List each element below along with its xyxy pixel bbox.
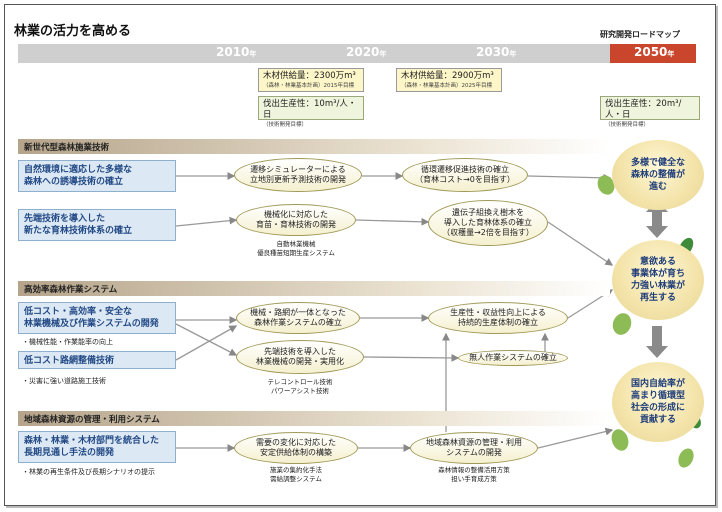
outcome-strong-forestry: 意欲ある 事業体が育ち 力強い林業が 再生する xyxy=(612,240,704,320)
section-header-work-system: 高効率森林作業システム xyxy=(18,281,610,296)
oval-regional-resource-system: 地域森林資源の管理・利用 システムの開発 xyxy=(410,432,538,464)
label-forest-information: 森林情報の整備活用方策 担い手育成方策 xyxy=(438,466,510,483)
outcome-self-sufficiency: 国内自給率が 高まり循環型 社会の形成に 貢献する xyxy=(612,362,704,442)
theme-natural-forest-guidance: 自然環境に適応した多様な 森林への誘導技術の確立 xyxy=(18,160,176,192)
label-telecontrol: テレコントロール技術 パワーアシスト技術 xyxy=(267,378,333,395)
timeline-bar-2050 xyxy=(610,44,696,63)
brand-label: 研究開発ロードマップ xyxy=(600,30,680,39)
theme-forestry-machinery: 低コスト・高効率・安全な 林業機械及び作業システムの開発 xyxy=(18,302,176,334)
label-automated-machinery: 自動林業機械 優良種苗短期生産システム xyxy=(257,240,335,257)
goal-productivity-2050: 伐出生産性：20m³/人・日 （技術開発目標） xyxy=(600,96,700,128)
oval-circulation-succession: 循環遷移促進技術の確立 （育林コスト→0を目指す） xyxy=(402,158,528,192)
note-road-network: ・災害に強い道路施工技術 xyxy=(22,377,106,385)
note-long-term-outlook: ・林業の再生条件及び長期シナリオの提示 xyxy=(22,468,155,476)
goal-productivity-2020: 伐出生産性：10m³/人・日 （技術開発目標） xyxy=(258,96,364,128)
oval-stable-supply: 需要の変化に対応した 安定供給体制の構築 xyxy=(234,432,358,464)
section-header-silviculture: 新世代型森林施業技術 xyxy=(18,139,610,154)
goal-supply-2020: 木材供給量：2300万m³ （森林・林業基本計画）2015年目標 xyxy=(258,68,364,92)
page-title: 林業の活力を高める xyxy=(14,24,132,39)
oval-mechanized-nursery: 機械化に対応した 育苗・育林技術の開発 xyxy=(236,204,356,236)
goal-supply-2030: 木材供給量：2900万m³ （森林・林業基本計画）2025年目標 xyxy=(396,68,502,92)
oval-sustainable-production: 生産性・収益性向上による 持続的生産体制の確立 xyxy=(428,302,568,334)
oval-advanced-machinery: 先端技術を導入した 林業機械の開発・実用化 xyxy=(236,340,364,374)
theme-long-term-outlook: 森林・林業・木材部門を統合した 長期見通し手法の開発 xyxy=(18,431,176,463)
outcome-healthy-forests: 多様で健全な 森林の整備が 進む xyxy=(612,140,704,210)
label-consolidation: 施業の集約化手法 需給調整システム xyxy=(270,466,322,483)
oval-gm-tree-silviculture: 遺伝子組換え樹木を 導入した育林体系の確立 （収穫量→2倍を目指す） xyxy=(428,200,548,246)
theme-road-network: 低コスト路網整備技術 xyxy=(18,351,176,369)
section-header-resource-management: 地域森林資源の管理・利用システム xyxy=(18,411,610,426)
year-2020: 2020年 xyxy=(346,45,387,59)
theme-advanced-silviculture: 先端技術を導入した 新たな育林技術体系の確立 xyxy=(18,209,176,241)
year-2010: 2010年 xyxy=(216,45,257,59)
note-machinery: ・機械性能・作業能率の向上 xyxy=(22,338,113,346)
timeline-bar xyxy=(18,44,610,63)
year-2050: 2050年 xyxy=(634,45,675,59)
oval-succession-simulator: 遷移シミュレーターによる 立地別更新予測技術の開発 xyxy=(234,158,362,192)
oval-integrated-work-system: 機械・路網が一体となった 森林作業システムの確立 xyxy=(236,302,360,334)
year-2030: 2030年 xyxy=(476,45,517,59)
oval-unmanned-work-system: 無人作業システムの確立 xyxy=(458,350,568,366)
